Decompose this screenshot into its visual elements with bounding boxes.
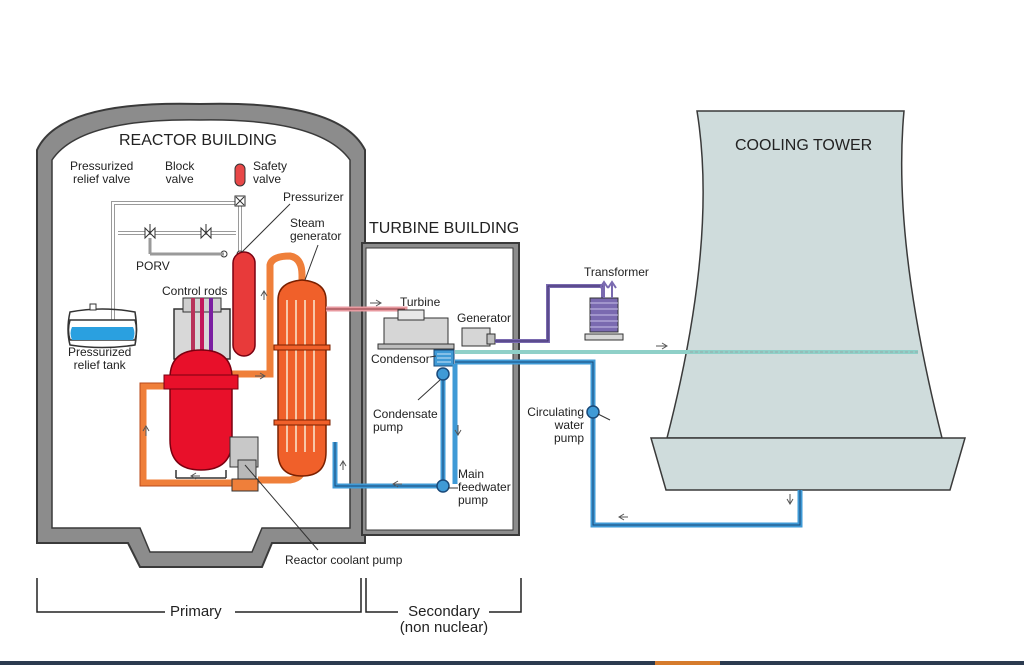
cooling-tower-body bbox=[666, 110, 943, 439]
secondary-label: Secondary (non nuclear) bbox=[399, 603, 489, 636]
block-valve-label: Block valve bbox=[165, 159, 195, 186]
pressurized-relief-valve-label: Pressurized relief valve bbox=[70, 159, 134, 186]
generator-icon bbox=[461, 327, 496, 347]
pressurizer-label: Pressurizer bbox=[283, 190, 344, 204]
pressurized-relief-tank-label: Pressurized relief tank bbox=[68, 345, 132, 372]
reactor-building-label: REACTOR BUILDING bbox=[119, 132, 277, 149]
steam-generator-vessel bbox=[273, 279, 331, 477]
safety-valve-icon bbox=[234, 163, 246, 187]
circulating-water-pump-icon bbox=[586, 405, 600, 419]
circulating-water-pump-label: Circulating water pump bbox=[527, 405, 584, 445]
steam-generator-label: Steam generator bbox=[290, 216, 342, 243]
turbine-label: Turbine bbox=[400, 295, 441, 309]
condensor-label: Condensor bbox=[371, 352, 430, 366]
flow-arrows bbox=[142, 290, 794, 521]
condenser-icon bbox=[433, 349, 455, 367]
control-rods-label: Control rods bbox=[162, 284, 228, 298]
bottom-bar-accent bbox=[655, 661, 720, 665]
transformer-icon bbox=[584, 280, 624, 341]
porv-valve bbox=[144, 195, 246, 240]
bottom-bar bbox=[0, 661, 1024, 665]
main-feedwater-pump-icon bbox=[436, 479, 450, 493]
generator-label: Generator bbox=[457, 311, 512, 325]
transformer-label: Transformer bbox=[584, 265, 649, 279]
porv-label: PORV bbox=[136, 259, 170, 273]
turbine-building-label: TURBINE BUILDING bbox=[369, 220, 520, 237]
safety-valve-label: Safety valve bbox=[253, 159, 288, 186]
control-rods-icon bbox=[191, 298, 213, 352]
main-feedwater-pump-label: Main feedwater pump bbox=[458, 467, 511, 507]
reactor-coolant-pump-icon bbox=[229, 436, 259, 492]
primary-label: Primary bbox=[170, 603, 222, 620]
condensate-pump-label: Condensate pump bbox=[373, 407, 438, 434]
reactor-vessel bbox=[169, 349, 233, 471]
section-brackets bbox=[36, 578, 522, 613]
turbine-icon bbox=[377, 309, 455, 350]
pressurizer-vessel bbox=[232, 251, 256, 357]
leader-lines bbox=[241, 203, 611, 551]
condensate-pump-icon bbox=[436, 367, 450, 381]
relief-tank-icon bbox=[67, 303, 138, 349]
cooling-tower-label: COOLING TOWER bbox=[735, 137, 873, 154]
cooling-tower-basin bbox=[650, 437, 966, 491]
reactor-coolant-pump-label: Reactor coolant pump bbox=[285, 553, 403, 567]
